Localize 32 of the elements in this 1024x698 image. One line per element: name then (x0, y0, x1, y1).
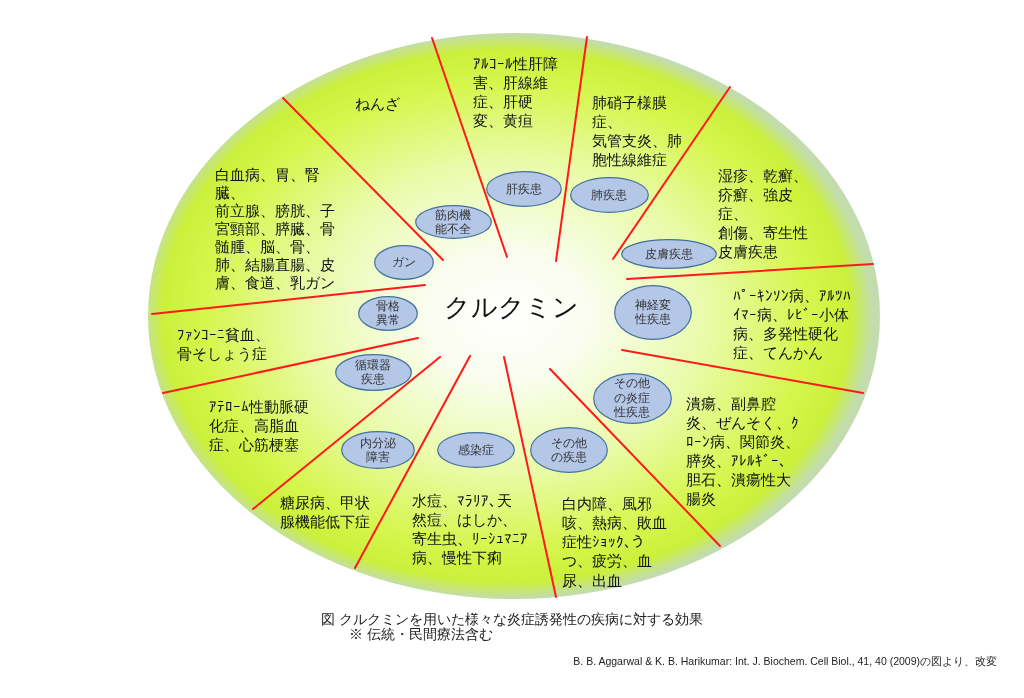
disease-list: ｱﾙｺｰﾙ性肝障害、肝線維症、肝硬変、黄疸 (473, 53, 558, 130)
category-ellipse: その他の炎症性疾患 (592, 372, 672, 424)
category-ellipse: 骨格異常 (358, 295, 418, 331)
disease-list: 前立腺、膀胱、子宮頸部、膵臓、骨髄腫、脳、骨、肺、結腸直腸、皮膚、食道、乳ガン (215, 202, 335, 292)
disease-list: 白血病、胃、腎臓、 (215, 166, 335, 202)
disease-list: ねんざ (355, 93, 400, 113)
disease-list: 白内障、風邪咳、熱病、敗血症性ｼｮｯｸ、うつ、疲労、血尿、出血 (562, 493, 667, 590)
category-ellipse: ガン (374, 244, 434, 280)
figure-caption: 図 クルクミンを用いた様々な炎症誘発性の疾病に対する効果 (321, 611, 703, 627)
disease-list: 糖尿病、甲状腺機能低下症 (280, 494, 370, 531)
source-citation: B. B. Aggarwal & K. B. Harikumar: Int. J. Biochem. Cell Biol., 41, 40 (2009)の図より、改変 (573, 655, 997, 668)
disease-list: 肺硝子様膜症、 (592, 92, 682, 132)
category-ellipse: 内分泌障害 (341, 431, 415, 469)
disease-list: 潰瘍、副鼻腔炎、ぜんそく、ｸﾛｰﾝ病、関節炎、膵炎、ｱﾚﾙｷﾞｰ、胆石、潰瘍性大腸炎 (686, 393, 800, 508)
category-ellipse: 肝疾患 (486, 171, 562, 207)
disease-list: ﾊﾟｰｷﾝｿﾝ病、ｱﾙﾂﾊｲﾏｰ病、ﾚﾋﾞｰ小体病、多発性硬化症、てんかん (733, 285, 851, 363)
disease-list: 水痘、ﾏﾗﾘｱ、天然痘、はしか、寄生虫、ﾘｰｼｭﾏﾆｱ病、慢性下痢 (412, 490, 528, 567)
category-ellipse: 神経変性疾患 (614, 284, 692, 340)
disease-list: ｱﾃﾛｰﾑ性動脈硬化症、高脂血症、心筋梗塞 (209, 396, 309, 454)
disease-list: 湿疹、乾癬、疥癬、強皮症、 (718, 165, 808, 223)
center-label: クルクミン (443, 292, 579, 324)
category-ellipse: 感染症 (437, 432, 515, 468)
category-ellipse: 皮膚疾患 (621, 239, 717, 269)
disease-list: 創傷、寄生性皮膚疾患 (718, 222, 808, 261)
category-ellipse: 筋肉機能不全 (414, 205, 492, 239)
disease-list: 気管支炎、肺胞性線維症 (592, 131, 682, 170)
category-ellipse: 循環器疾患 (334, 353, 412, 391)
outer-ellipse (148, 33, 880, 599)
category-ellipse: その他の疾患 (530, 427, 608, 473)
category-ellipse: 肺疾患 (569, 177, 649, 213)
disease-list: ﾌｧﾝｺｰﾆ貧血、骨そしょう症 (177, 326, 270, 363)
note-text: ※ 伝統・民間療法含む (349, 626, 493, 643)
